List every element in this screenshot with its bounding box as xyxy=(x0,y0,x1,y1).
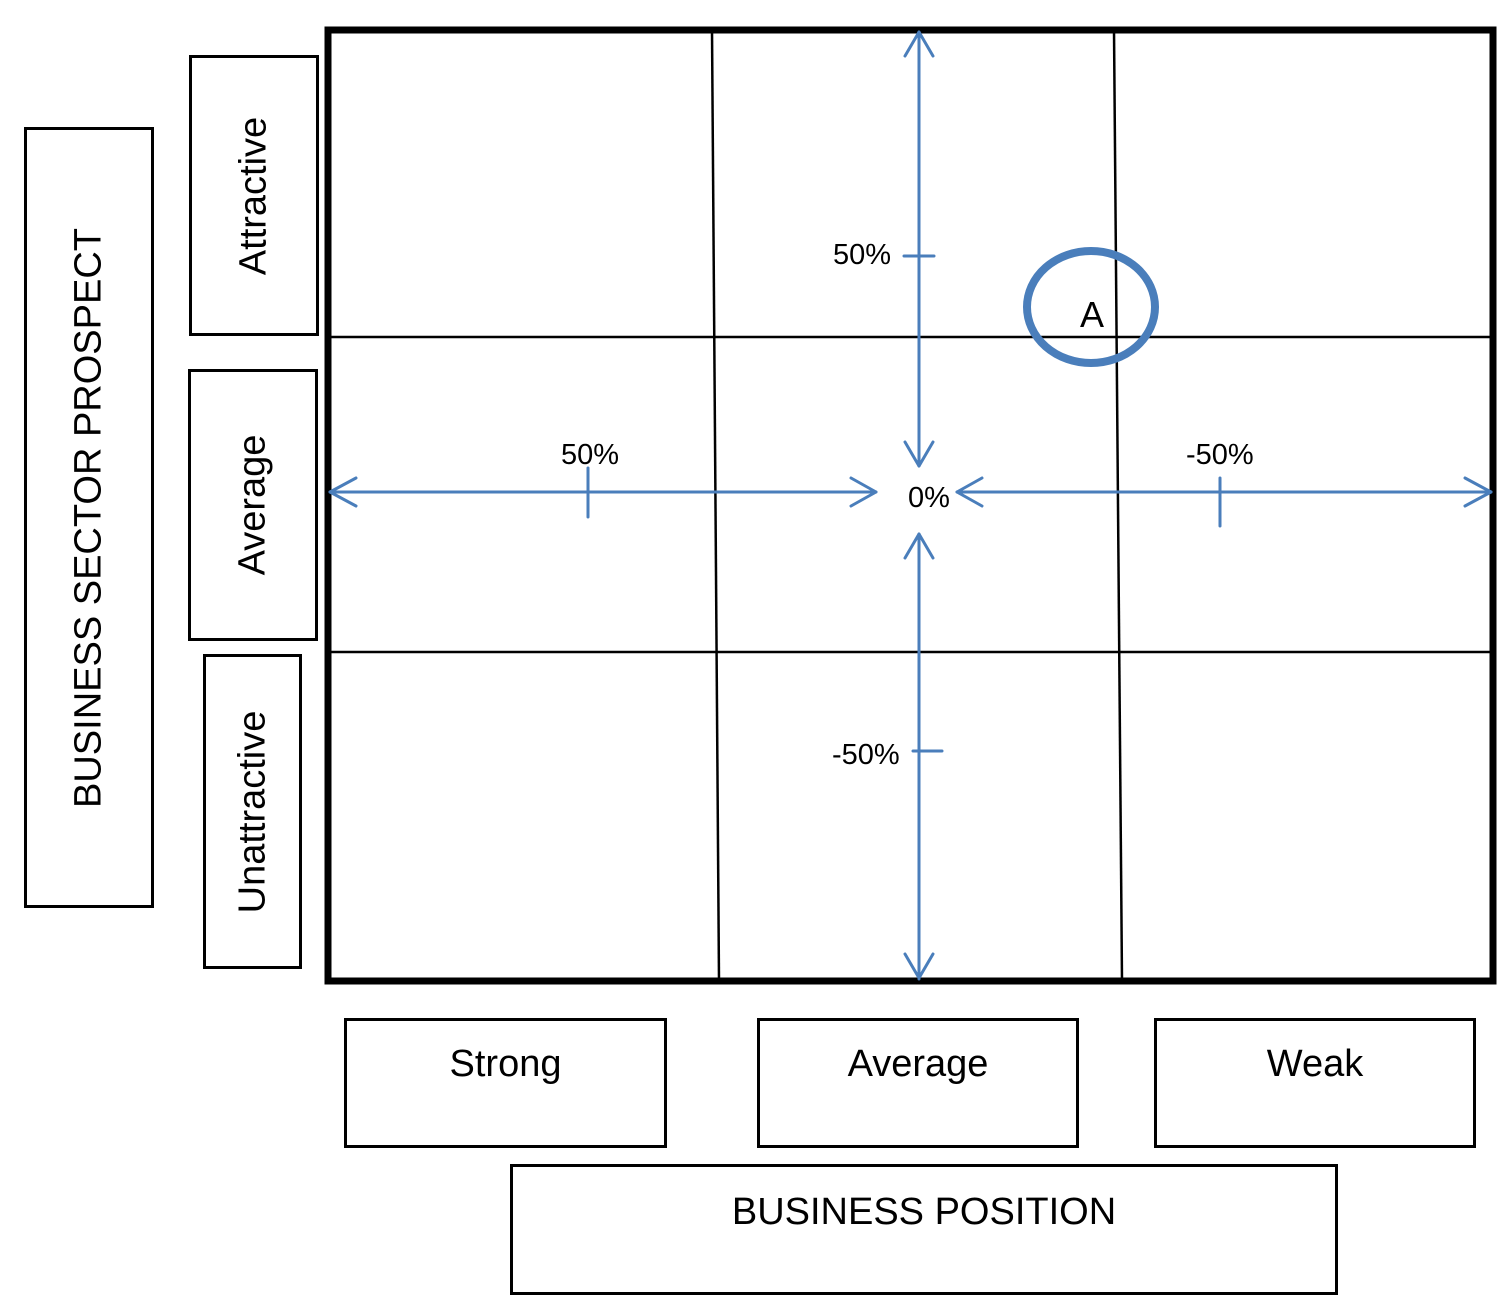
label-top-50: 50% xyxy=(833,239,892,271)
y-axis-title-box: BUSINESS SECTOR PROSPECT xyxy=(24,127,154,908)
matrix-border xyxy=(324,26,1497,985)
x-axis-title-box: BUSINESS POSITION xyxy=(510,1164,1338,1295)
arrow-up-head-icon xyxy=(903,30,935,58)
grid-line-v2 xyxy=(1112,29,1124,982)
y-level-average-box: Average xyxy=(188,369,318,641)
arrow-right-to-center-head-icon xyxy=(849,476,878,508)
x-level-weak: Weak xyxy=(1266,1043,1364,1085)
y-level-attractive-box: Attractive xyxy=(189,55,319,336)
x-level-average: Average xyxy=(847,1043,989,1085)
x-level-average-box: Average xyxy=(757,1018,1079,1148)
grid-line-v1 xyxy=(710,29,721,982)
point-a-label: A xyxy=(1080,294,1105,335)
point-a-circle xyxy=(1023,247,1159,367)
arrow-right-head-icon xyxy=(1463,476,1493,508)
label-bottom-50: -50% xyxy=(832,739,900,771)
x-level-strong-box: Strong xyxy=(344,1018,667,1148)
x-axis-title: BUSINESS POSITION xyxy=(731,1191,1117,1233)
arrow-left-head-icon xyxy=(328,476,358,508)
label-right-50: -50% xyxy=(1186,439,1254,471)
arrow-up-to-center-head-icon xyxy=(903,532,935,560)
arrow-left-to-center-head-icon xyxy=(955,476,984,508)
x-level-strong: Strong xyxy=(449,1043,562,1085)
arrow-down-head-icon xyxy=(903,952,935,980)
y-level-unattractive-box: Unattractive xyxy=(203,654,302,969)
x-level-weak-box: Weak xyxy=(1154,1018,1476,1148)
label-center-0: 0% xyxy=(908,482,950,514)
label-left-50: 50% xyxy=(561,439,620,471)
arrow-down-to-center-head-icon xyxy=(903,440,935,468)
